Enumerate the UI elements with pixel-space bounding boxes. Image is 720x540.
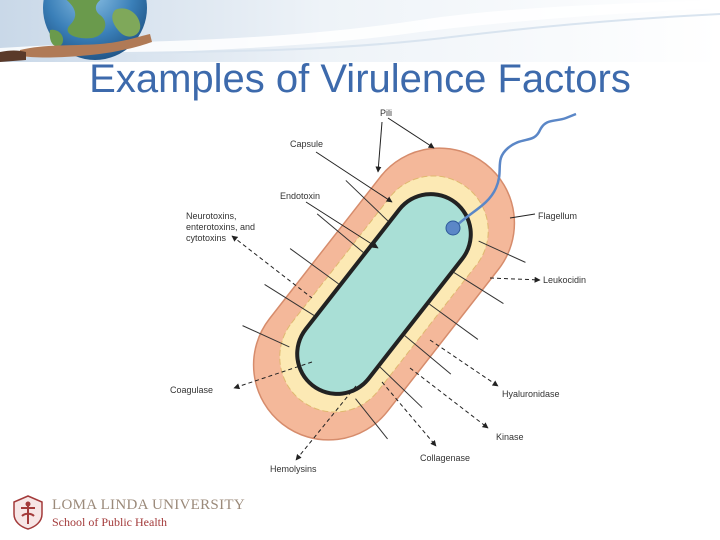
label-kinase: Kinase [496,432,524,442]
label-hyaluronidase: Hyaluronidase [502,389,560,399]
flagellum-pointer [509,213,536,219]
kinase-pointer [409,367,489,429]
university-name: LOMA LINDA UNIVERSITY [52,497,245,513]
pili-pointer-1 [375,121,383,173]
toxins-pointer [231,235,313,299]
hemolysins-pointer [295,385,357,461]
label-collagenase: Collagenase [420,453,470,463]
label-toxins-line3: cytotoxins [186,233,227,243]
label-toxins-line1: Neurotoxins, [186,211,237,221]
school-name: School of Public Health [52,515,167,529]
label-hemolysins: Hemolysins [270,464,317,474]
flagellum [453,112,577,229]
label-capsule: Capsule [290,139,323,149]
capsule-pointer [315,151,393,203]
hands-icon [0,34,152,62]
leukocidin-pointer [489,276,541,283]
globe-banner [0,0,720,62]
label-flagellum: Flagellum [538,211,577,221]
hyaluronidase-pointer [429,339,499,387]
cell-body [299,196,469,392]
label-toxins-line2: enterotoxins, and [186,222,255,232]
university-crest-icon [13,495,43,530]
label-endotoxin: Endotoxin [280,191,320,201]
pili-lines [242,180,526,440]
label-leukocidin: Leukocidin [543,275,586,285]
label-coagulase: Coagulase [170,385,213,395]
endotoxin-pointer [305,201,379,249]
flagellum-base [445,220,461,236]
slide-title: Examples of Virulence Factors [89,57,631,101]
label-pili: Pili [380,108,392,118]
pili-pointer-2 [387,117,435,149]
